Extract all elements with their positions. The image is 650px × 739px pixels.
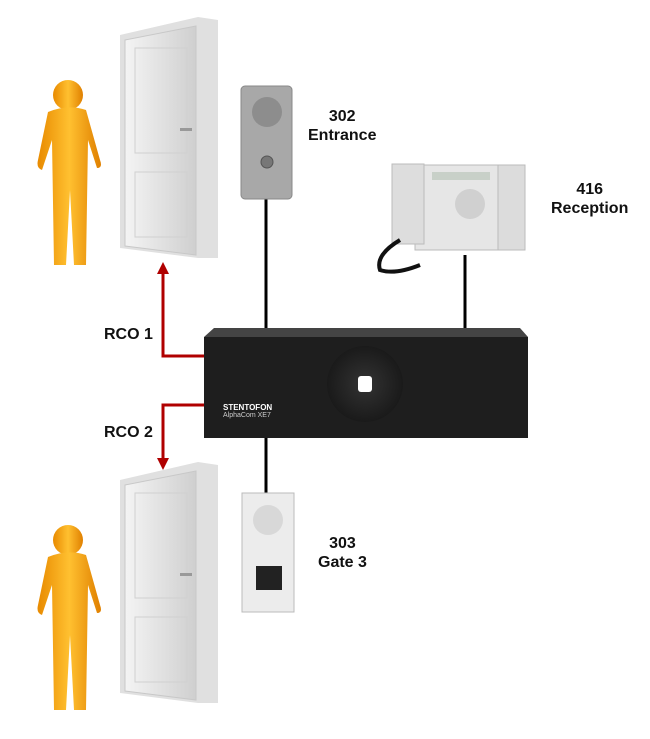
server-brand: STENTOFON xyxy=(223,403,273,412)
stentofon-logo-icon xyxy=(358,376,372,392)
rco2-label: RCO 2 xyxy=(104,424,153,441)
arrow-up-icon xyxy=(157,262,169,274)
alphacom-server xyxy=(204,328,528,438)
reception-label: 416 Reception xyxy=(551,180,628,218)
relay-line-rco1 xyxy=(161,272,204,358)
entrance-intercom-station xyxy=(240,85,293,200)
entrance-label: 302 Entrance xyxy=(308,107,376,145)
arrow-down-icon xyxy=(157,458,169,470)
server-model: AlphaCom XE7 xyxy=(223,412,271,419)
entrance-number: 302 xyxy=(328,108,356,125)
reception-number: 416 xyxy=(576,181,604,198)
person-icon-top xyxy=(37,80,101,265)
gate-number: 303 xyxy=(329,535,356,552)
entrance-name: Entrance xyxy=(308,127,377,144)
gate-label: 303 Gate 3 xyxy=(318,534,367,572)
person-icon-bottom xyxy=(37,525,101,710)
door-icon-bottom xyxy=(120,462,218,703)
rco1-label: RCO 1 xyxy=(104,326,153,343)
reception-name: Reception xyxy=(551,200,629,217)
door-icon-top xyxy=(120,17,218,258)
reception-desk-station xyxy=(377,163,526,274)
gate-keypad-station xyxy=(241,492,295,613)
relay-line-rco2 xyxy=(161,403,204,460)
gate-name: Gate 3 xyxy=(318,554,367,571)
